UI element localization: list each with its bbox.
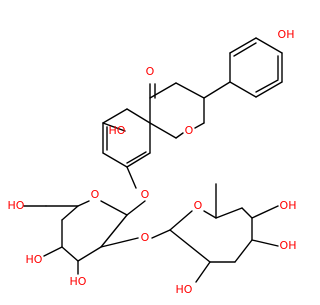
bond (43, 246, 63, 257)
bond (149, 82, 177, 99)
rhamnose-hydroxyl-right-label: OH (280, 199, 297, 212)
bond (215, 207, 243, 219)
ring-c-oxygen-label: O (185, 124, 194, 137)
rhamnose-ring-oxygen-label: O (194, 199, 203, 212)
glucose-linkage-oxygen-label: O (141, 231, 150, 244)
phenol-hydroxyl-label: OH (278, 28, 295, 41)
bond (233, 42, 257, 57)
rhamnose-hydroxyl-bottom-label: HO (176, 283, 193, 296)
molecule-structure: O OH O HO O HO O O O HO HO OH OH HO (8, 28, 297, 296)
bond (169, 210, 193, 231)
glucose-hydroxyl-bottom-label: HO (70, 275, 87, 288)
bond (77, 246, 102, 262)
bond (126, 108, 151, 124)
bond (234, 239, 253, 263)
bond (229, 37, 257, 54)
bond (102, 108, 128, 124)
bond (175, 132, 184, 139)
bond (61, 246, 79, 262)
bond (169, 229, 211, 263)
bond (77, 200, 90, 207)
bond-lines (23, 37, 283, 283)
a-ring-hydroxyl-label: HO (109, 124, 126, 137)
bond (203, 81, 231, 99)
bond (255, 37, 283, 54)
bond (251, 205, 279, 219)
bond (195, 261, 211, 283)
structure-drawing: O OH O HO O HO O O O HO HO OH OH HO (8, 28, 297, 296)
bond (126, 200, 146, 216)
bond (203, 210, 217, 219)
rhamnose-hydroxyl-lower-right-label: OH (280, 239, 297, 252)
bond (100, 200, 128, 216)
bond (251, 239, 279, 247)
bond (151, 229, 171, 239)
bond (241, 207, 253, 219)
glucose-ch2oh-label: HO (8, 199, 25, 212)
bond (100, 237, 139, 248)
bond (149, 122, 177, 139)
bond (126, 151, 147, 164)
bond (102, 122, 126, 132)
bond (255, 81, 283, 98)
bond (100, 214, 128, 248)
bond (175, 82, 205, 99)
bond (102, 152, 128, 168)
glycoside-oxygen-label: O (141, 188, 150, 201)
bond (194, 122, 205, 129)
glucose-hydroxyl-lower-left-label: HO (26, 253, 43, 266)
bond (255, 79, 279, 93)
carbonyl-oxygen-label: O (146, 65, 155, 78)
glucose-ring-oxygen-label: O (91, 188, 100, 201)
bond (126, 166, 137, 189)
bond (229, 81, 257, 98)
bond (126, 152, 151, 168)
bond (61, 205, 79, 221)
